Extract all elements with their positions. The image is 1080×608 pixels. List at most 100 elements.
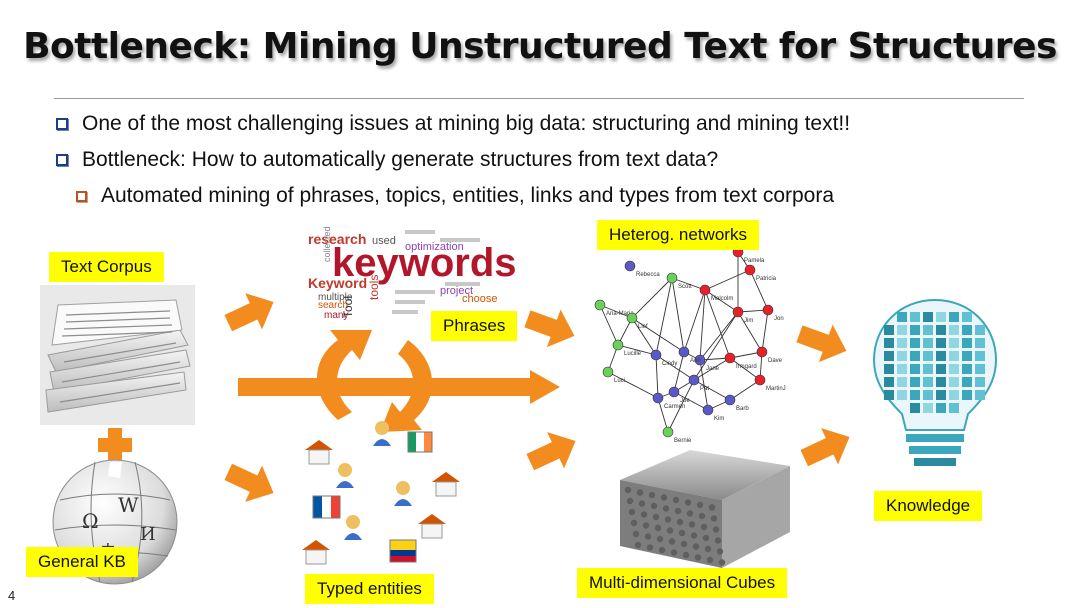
bulb-tile bbox=[936, 377, 946, 387]
arrow-entities-to-cubes bbox=[526, 432, 576, 471]
arrow-cubes-to-knowledge bbox=[800, 428, 850, 467]
bulb-tile bbox=[910, 377, 920, 387]
network-node-label: Lucille bbox=[624, 351, 642, 357]
network-node-label: Irmgard bbox=[736, 364, 757, 370]
network-node-label: Bernie bbox=[674, 438, 692, 444]
network-node-label: Luci bbox=[614, 378, 625, 384]
bulb-tile bbox=[949, 403, 959, 413]
cube-cell bbox=[666, 527, 674, 534]
bulb-tile bbox=[884, 377, 894, 387]
house-icon bbox=[418, 514, 446, 539]
cube-cell bbox=[646, 544, 654, 551]
bulb-tile bbox=[897, 312, 907, 322]
arrow-corpus-to-phrases bbox=[224, 293, 274, 332]
newspaper-stack-icon bbox=[40, 285, 195, 425]
cube-cell bbox=[696, 501, 704, 509]
cube-cell bbox=[650, 502, 658, 510]
network-edge bbox=[704, 289, 731, 359]
word-multiple: multiple bbox=[318, 292, 353, 303]
bulb-tile bbox=[936, 390, 946, 400]
bulb-tile bbox=[910, 312, 920, 322]
bulb-tile bbox=[897, 351, 907, 361]
label-general-kb: General KB bbox=[26, 547, 138, 577]
bulb-tile bbox=[975, 377, 985, 387]
bullet-1-text: One of the most challenging issues at mi… bbox=[82, 112, 851, 135]
bulb-tile bbox=[884, 390, 894, 400]
person-icon bbox=[373, 421, 391, 446]
cube-cell bbox=[710, 515, 718, 522]
network-edge bbox=[617, 344, 657, 356]
bulb-tile bbox=[910, 338, 920, 348]
bulb-tile bbox=[897, 377, 907, 387]
cube-cell bbox=[672, 496, 680, 504]
word-choose: choose bbox=[462, 293, 497, 305]
bulb-tile bbox=[910, 325, 920, 335]
word-optimization: optimization bbox=[405, 241, 464, 253]
cube-cell bbox=[690, 532, 698, 539]
network-node bbox=[624, 260, 636, 272]
network-node bbox=[756, 346, 768, 358]
cube-cell bbox=[684, 499, 692, 506]
cube-cell bbox=[704, 545, 712, 553]
cycle-arrows-icon bbox=[317, 330, 433, 432]
network-edge bbox=[655, 354, 695, 381]
long-flow-arrow bbox=[238, 370, 560, 404]
word-tools: tools bbox=[367, 275, 381, 300]
arrow-network-to-knowledge bbox=[796, 324, 847, 363]
cube-cell bbox=[656, 535, 664, 543]
page-number: 4 bbox=[8, 588, 16, 603]
network-edge bbox=[729, 357, 761, 381]
svg-text:И: И bbox=[140, 524, 156, 545]
bulb-tile bbox=[910, 351, 920, 361]
bullet-box-icon bbox=[76, 190, 87, 202]
typed-entities-icons bbox=[302, 421, 460, 565]
network-edge bbox=[683, 289, 706, 353]
label-heterog-networks: Heterog. networks bbox=[597, 220, 759, 250]
bulb-tile bbox=[949, 377, 959, 387]
bulb-tile bbox=[936, 312, 946, 322]
sub-bullet-1-text: Automated mining of phrases, topics, ent… bbox=[101, 184, 835, 207]
bulb-tile bbox=[936, 364, 946, 374]
label-text-corpus: Text Corpus bbox=[49, 252, 164, 282]
bulb-tile bbox=[884, 364, 894, 374]
bulb-tile bbox=[949, 338, 959, 348]
title-divider bbox=[54, 98, 1024, 99]
flag-colombia-icon bbox=[389, 539, 417, 563]
cube-cell bbox=[718, 559, 726, 566]
bulb-tile bbox=[936, 325, 946, 335]
cube-cell bbox=[644, 533, 652, 540]
word-keyword: Keyword bbox=[308, 275, 367, 291]
bulb-tile bbox=[884, 325, 894, 335]
bulb-tile bbox=[962, 338, 972, 348]
network-node bbox=[724, 394, 736, 406]
word-tool: Tool bbox=[341, 296, 355, 318]
word-many: many bbox=[324, 310, 348, 321]
cube-cell bbox=[662, 505, 670, 512]
cube-cell bbox=[638, 500, 646, 507]
network-node-label: Patricia bbox=[756, 276, 777, 282]
word-keywords: keywords bbox=[332, 241, 517, 285]
bulb-tile bbox=[923, 338, 933, 348]
cube-cell bbox=[636, 489, 644, 496]
bulb-tile bbox=[884, 338, 894, 348]
network-node-label: Dave bbox=[768, 358, 783, 364]
network-node-label: Cindy bbox=[662, 361, 677, 367]
bulb-tile bbox=[949, 325, 959, 335]
cube-cell bbox=[714, 537, 722, 544]
cube-cell bbox=[664, 516, 672, 523]
network-edge bbox=[729, 379, 761, 401]
network-node-label: Pamela bbox=[744, 258, 765, 264]
label-typed-entities: Typed entities bbox=[305, 574, 434, 604]
bullet-box-icon bbox=[56, 154, 68, 166]
cube-cell bbox=[702, 534, 710, 542]
network-node-label: Pat bbox=[700, 386, 709, 392]
network-edge bbox=[599, 304, 633, 319]
network-node bbox=[662, 426, 674, 438]
flag-ireland-icon bbox=[407, 431, 433, 453]
bulb-tile bbox=[962, 390, 972, 400]
cube-cell bbox=[694, 554, 702, 561]
word-research: research bbox=[308, 231, 366, 247]
network-edge bbox=[737, 311, 763, 353]
house-icon bbox=[305, 440, 333, 465]
